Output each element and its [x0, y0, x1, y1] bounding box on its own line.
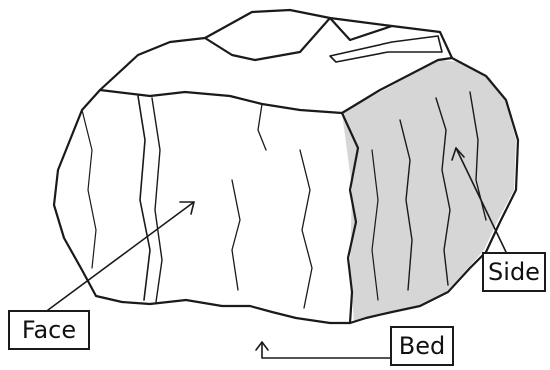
face-fissure-left — [138, 96, 150, 300]
face-fissure-mid — [232, 180, 240, 290]
top-groove — [330, 36, 442, 62]
top-ridge-1 — [205, 18, 330, 60]
face-fissure-left-2 — [152, 98, 162, 302]
bed-leader-line — [262, 342, 390, 358]
bed-label: Bed — [390, 326, 454, 366]
face-leader-line — [48, 202, 194, 310]
face-fissure-small — [258, 104, 266, 150]
face-top-edge — [100, 90, 342, 113]
stone-block — [54, 10, 518, 323]
face-label: Face — [8, 310, 90, 350]
side-label: Side — [482, 252, 546, 292]
face-left-curve — [82, 110, 96, 268]
face-fissure-right — [300, 150, 312, 308]
